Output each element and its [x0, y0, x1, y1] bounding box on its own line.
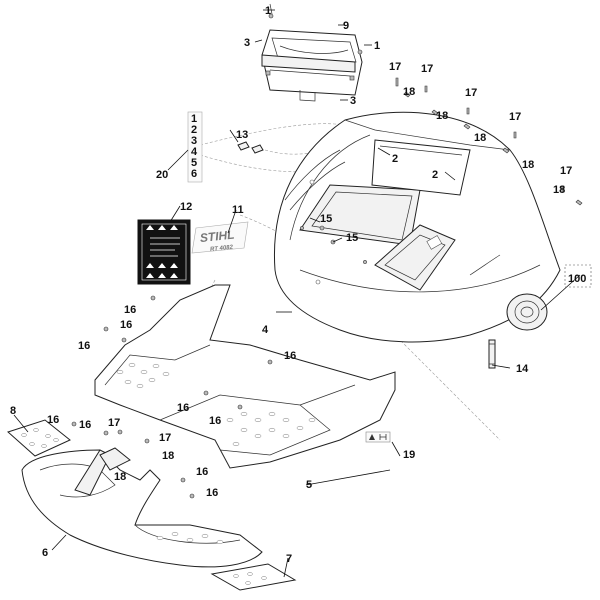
callout-100-box — [564, 264, 592, 288]
callout-11: 11 — [232, 204, 244, 216]
callout-17: 17 — [389, 61, 401, 73]
part-12-decal — [137, 219, 191, 285]
callout-15: 15 — [346, 232, 358, 244]
callout-17: 17 — [560, 165, 572, 177]
callout-16: 16 — [120, 319, 132, 331]
callout-2: 2 — [432, 169, 438, 181]
callout-18: 18 — [436, 110, 448, 122]
callout-16: 16 — [78, 340, 90, 352]
part-19-decal — [365, 431, 391, 443]
label-strip-number-1: 1 — [191, 113, 197, 125]
callout-5: 5 — [306, 479, 312, 491]
callout-2: 2 — [392, 153, 398, 165]
part-4-hood-shell — [273, 111, 561, 343]
callout-1: 1 — [265, 5, 271, 17]
callout-6: 6 — [42, 547, 48, 559]
part-18-bracket-left — [74, 447, 131, 496]
callout-16: 16 — [196, 466, 208, 478]
label-strip-number-2: 2 — [191, 124, 197, 136]
callout-3: 3 — [244, 37, 250, 49]
callout-16: 16 — [124, 304, 136, 316]
callout-16: 16 — [47, 414, 59, 426]
callout-16: 16 — [177, 402, 189, 414]
callout-8: 8 — [10, 405, 16, 417]
callout-16: 16 — [206, 487, 218, 499]
part-20-label-strip: 1 2 3 4 5 6 — [187, 111, 203, 183]
part-100-hub-ring — [506, 293, 548, 331]
part-14-bracket — [488, 339, 496, 369]
fasteners-16 — [71, 225, 336, 499]
callouts: 1 1 9 3 3 17 17 17 17 17 18 18 18 18 18 … — [10, 5, 586, 565]
callout-13: 13 — [236, 129, 248, 141]
part-11-brand-decal: STIHL RT 4082 — [191, 221, 249, 254]
callout-17: 17 — [509, 111, 521, 123]
callout-1: 1 — [374, 40, 380, 52]
callout-18: 18 — [553, 184, 565, 196]
callout-17: 17 — [421, 63, 433, 75]
fasteners-upper-right — [395, 77, 583, 206]
callout-17: 17 — [465, 87, 477, 99]
part-9-console-tray — [261, 3, 363, 102]
callout-17: 17 — [159, 432, 171, 444]
callout-18: 18 — [474, 132, 486, 144]
part-7-mat — [210, 563, 297, 591]
callout-15: 15 — [320, 213, 332, 225]
callout-16: 16 — [209, 415, 221, 427]
callout-16: 16 — [284, 350, 296, 362]
callout-3: 3 — [350, 95, 356, 107]
label-strip-number-5: 5 — [191, 157, 197, 169]
callout-20: 20 — [156, 169, 168, 181]
brand-logo-text: STIHL — [199, 228, 235, 246]
label-strip-number-4: 4 — [191, 146, 198, 158]
callout-17: 17 — [108, 417, 120, 429]
part-13-clips — [237, 141, 264, 154]
callout-18: 18 — [522, 159, 534, 171]
part-6-front-fender — [21, 449, 263, 568]
callout-18: 18 — [403, 86, 415, 98]
callout-18: 18 — [114, 471, 126, 483]
callout-18: 18 — [162, 450, 174, 462]
callout-12: 12 — [180, 201, 192, 213]
label-strip-number-3: 3 — [191, 135, 197, 147]
callout-19: 19 — [403, 449, 415, 461]
callout-7: 7 — [286, 553, 292, 565]
callout-4: 4 — [262, 324, 269, 336]
part-5-footboard — [94, 284, 396, 469]
callout-9: 9 — [343, 20, 349, 32]
callout-100: 100 — [568, 273, 586, 285]
leader-lines — [13, 9, 581, 578]
callout-14: 14 — [516, 363, 529, 375]
part-8-mat — [7, 419, 71, 457]
callout-16: 16 — [79, 419, 91, 431]
label-strip-number-6: 6 — [191, 168, 197, 180]
model-text: RT 4082 — [210, 245, 234, 253]
